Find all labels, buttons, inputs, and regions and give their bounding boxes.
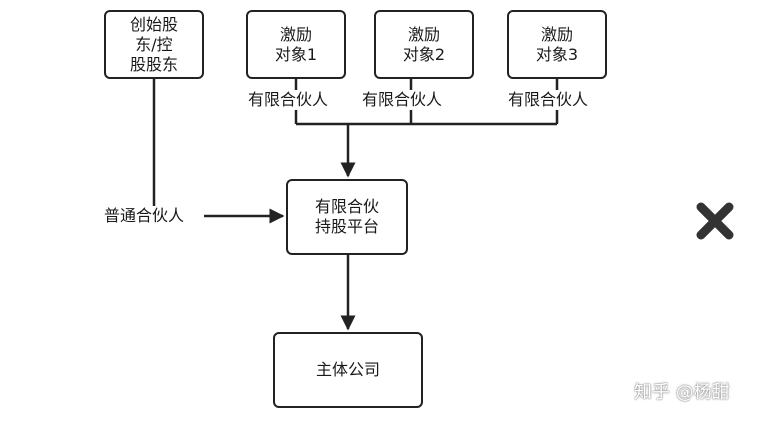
limited-partner-label-2: 有限合伙人 — [362, 90, 443, 110]
limited-partner-label-3: 有限合伙人 — [508, 90, 589, 110]
incentive-object-3-node: 激励 对象3 — [507, 10, 607, 79]
limited-partner-label-1: 有限合伙人 — [248, 90, 329, 110]
platform-label: 有限合伙 持股平台 — [314, 197, 379, 236]
incentive-object-3-label: 激励 对象3 — [535, 24, 579, 64]
limited-partnership-platform-node: 有限合伙 持股平台 — [286, 179, 408, 255]
watermark: 知乎 @杨甜 — [634, 382, 730, 403]
incentive-object-1-node: 激励 对象1 — [246, 10, 346, 79]
close-x-icon[interactable] — [693, 199, 737, 243]
incentive-object-2-label: 激励 对象2 — [402, 24, 446, 64]
main-company-node: 主体公司 — [273, 332, 423, 408]
founder-label: 创始股 东/控 股股东 — [129, 14, 178, 74]
incentive-object-1-label: 激励 对象1 — [274, 24, 318, 64]
founder-node: 创始股 东/控 股股东 — [104, 10, 204, 79]
general-partner-label: 普通合伙人 — [104, 206, 185, 226]
company-label: 主体公司 — [315, 360, 380, 379]
incentive-object-2-node: 激励 对象2 — [374, 10, 474, 79]
